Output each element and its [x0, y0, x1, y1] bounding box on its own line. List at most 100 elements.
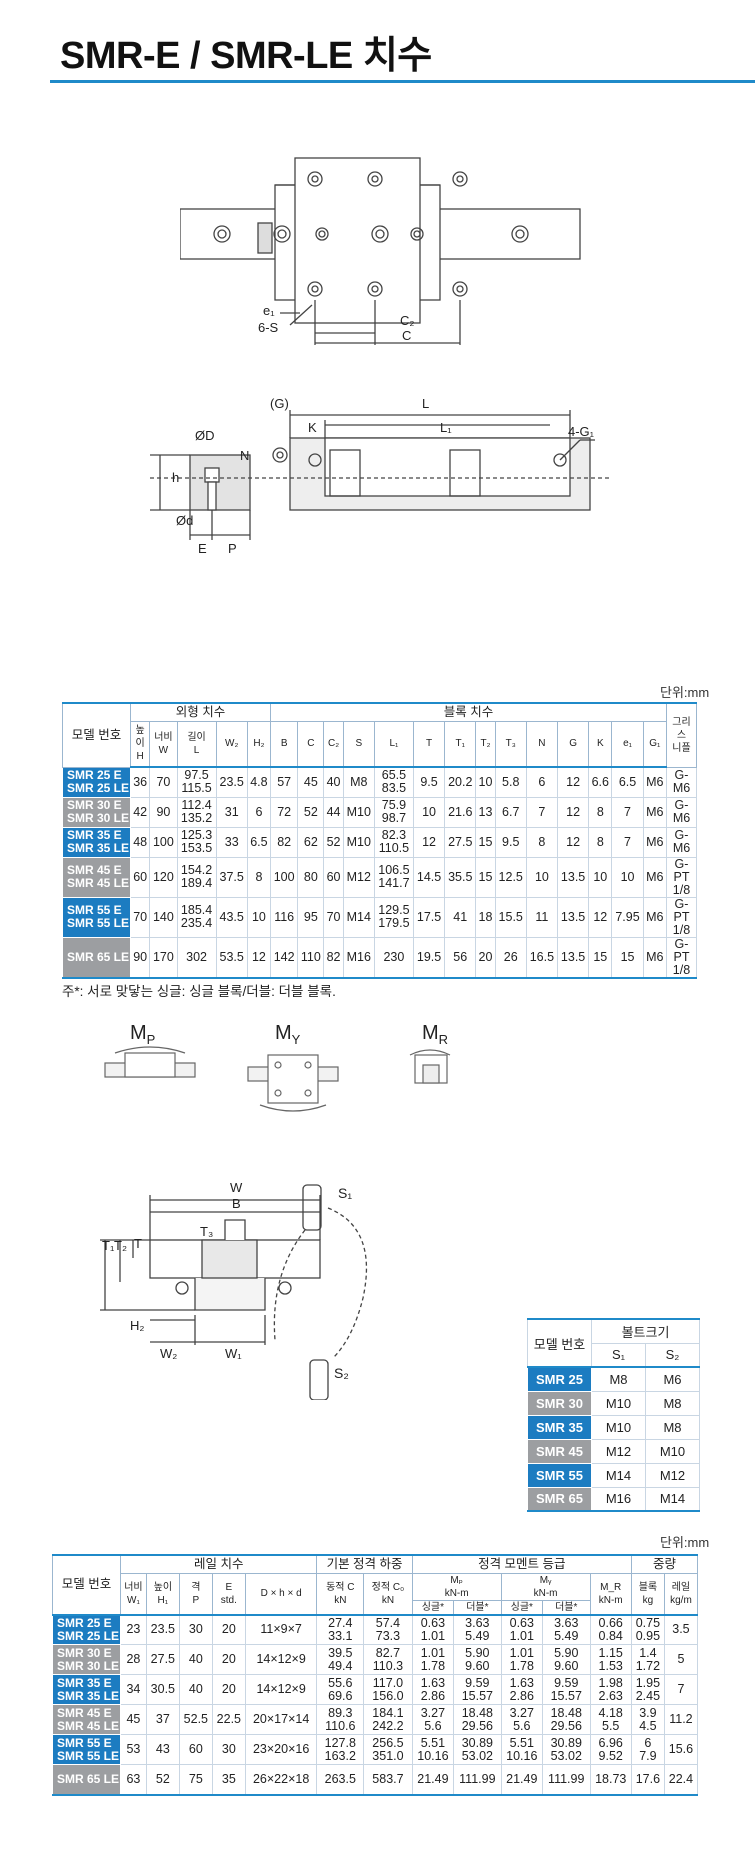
unit-label-2: 단위:mm — [660, 1535, 710, 1550]
moment-mr-label: MR — [422, 1022, 449, 1047]
label-d: Ød — [176, 513, 193, 528]
col-header: e₁ — [611, 720, 644, 768]
col-header: T — [412, 720, 446, 768]
moment-my-label: MY — [275, 1022, 301, 1047]
value-cell: 80 — [297, 856, 325, 898]
value-cell: 13 — [475, 796, 496, 828]
value-cell: M6 — [642, 766, 668, 798]
value-cell: 35.5 — [444, 856, 477, 898]
label-c: C — [402, 328, 411, 343]
value-cell: M14 — [645, 1486, 700, 1512]
value-cell: M14 — [591, 1462, 646, 1488]
model-cell: SMR 65 LE — [51, 1764, 122, 1796]
value-cell: 37 — [145, 1704, 180, 1735]
value-cell: M6 — [642, 826, 668, 858]
label-w1: W₁ — [225, 1346, 242, 1361]
label-n: N — [240, 448, 249, 463]
value-cell: M10 — [591, 1390, 646, 1416]
col-header: T₂ — [475, 720, 496, 768]
value-cell: M6 — [642, 796, 668, 828]
value-cell: 28 — [120, 1644, 147, 1675]
value-cell: 95 — [297, 896, 325, 938]
model-cell: SMR 35 — [527, 1414, 592, 1440]
value-cell: 45 — [297, 766, 325, 798]
value-cell: 41 — [444, 896, 477, 938]
value-cell: 53.5 — [215, 936, 248, 979]
value-cell: M12 — [591, 1438, 646, 1464]
value-cell: 7 — [611, 826, 644, 858]
value-cell: M10 — [591, 1414, 646, 1440]
col-double: 더블* — [453, 1599, 502, 1616]
value-cell: 57 — [270, 766, 299, 798]
value-cell: 583.7 — [363, 1764, 413, 1796]
value-cell: 20.2 — [444, 766, 477, 798]
value-cell: M16 — [342, 936, 375, 979]
value-cell: 20 — [475, 936, 496, 979]
value-cell: 23.5 — [145, 1614, 180, 1645]
value-cell: 15.6 — [663, 1734, 699, 1765]
label-t: T — [134, 1236, 142, 1251]
value-cell: 7 — [525, 796, 559, 828]
value-cell: 14×12×9 — [244, 1674, 318, 1705]
bolt-col-group: 볼트크기 — [591, 1318, 700, 1344]
t2-col-model: 모델 번호 — [51, 1554, 122, 1616]
value-cell: 7 — [611, 796, 644, 828]
value-cell: 36 — [130, 766, 151, 798]
label-p: P — [228, 541, 237, 556]
model-cell: SMR 45 — [527, 1438, 592, 1464]
label-e1: e₁ — [263, 303, 275, 318]
value-cell: 35 — [211, 1764, 246, 1796]
value-cell: 30 — [178, 1614, 213, 1645]
label-s2: S₂ — [334, 1365, 349, 1381]
top-view-drawing: e₁ 6-S C₂ C — [180, 155, 600, 355]
value-cell: 9.5 — [412, 766, 446, 798]
value-cell: 26×22×18 — [244, 1764, 318, 1796]
value-cell: 60 — [130, 856, 151, 898]
value-cell: 6 — [525, 766, 559, 798]
label-g: (G) — [270, 396, 289, 411]
value-cell: 5.8 — [494, 766, 527, 798]
value-cell: 52.5 — [178, 1704, 213, 1735]
value-cell: M6 — [642, 856, 668, 898]
label-t1: T₁ — [102, 1238, 115, 1253]
value-cell: 12 — [556, 766, 590, 798]
bolt-col-s2: S₂ — [645, 1342, 700, 1368]
value-cell: 15 — [475, 826, 496, 858]
value-cell: 11×9×7 — [244, 1614, 318, 1645]
moment-mp-label: MP — [130, 1022, 156, 1047]
title-rule — [50, 80, 755, 83]
value-cell: 10 — [412, 796, 446, 828]
bolt-col-model: 모델 번호 — [527, 1318, 592, 1368]
value-cell: 110 — [297, 936, 325, 979]
value-cell: 3.5 — [663, 1614, 699, 1645]
value-cell: M8 — [342, 766, 375, 798]
value-cell: M12 — [342, 856, 375, 898]
value-cell: 5 — [663, 1644, 699, 1675]
col-header: G₁ — [642, 720, 668, 768]
value-cell: 20 — [211, 1644, 246, 1675]
